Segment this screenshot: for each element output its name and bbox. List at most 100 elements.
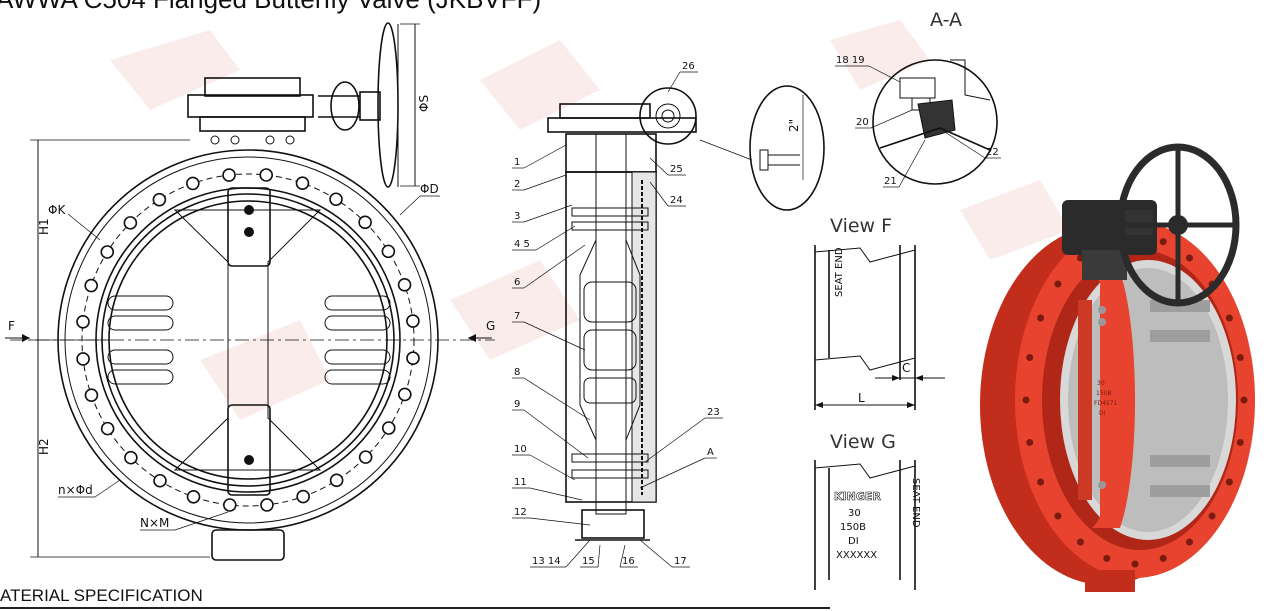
leader-line	[535, 225, 576, 251]
leader-line	[523, 409, 589, 459]
leader-line	[529, 517, 591, 526]
dim-h2: H2	[37, 438, 51, 455]
render-bolt-hole	[1054, 280, 1062, 288]
view-f-title: View F	[830, 215, 892, 237]
aa-leader-line	[944, 131, 986, 159]
body-marking-2: 150B	[1096, 390, 1112, 397]
aa-leader-line	[898, 139, 926, 188]
bolt-hole	[100, 421, 115, 436]
dim-nxphid: n×Φd	[58, 483, 93, 497]
bolt-hole	[152, 192, 167, 207]
view-g-title: View G	[830, 431, 896, 453]
part-number-6: 7	[514, 311, 520, 322]
bolt-hole	[84, 388, 99, 402]
bolt-hole	[406, 351, 420, 366]
part-number-7: 8	[514, 367, 520, 378]
leader-line	[639, 539, 673, 568]
valve-render: 30 150B FD4571 DI	[980, 143, 1255, 592]
part-number-11: 12	[514, 507, 527, 518]
leader-line	[529, 487, 583, 501]
render-bolt-hole	[1037, 478, 1045, 486]
leader-line	[619, 544, 626, 568]
part-number-15: 17	[674, 556, 687, 567]
render-bolt-hole	[1208, 512, 1216, 520]
detail-dim-2in: 2"	[787, 119, 801, 132]
bolt-hole	[329, 192, 343, 207]
render-bolt-hole	[1037, 314, 1045, 322]
bolt-hole	[358, 215, 372, 230]
bolt-hole	[329, 473, 344, 488]
body-marking-4: DI	[1099, 410, 1106, 417]
aa-part-3: 21	[884, 176, 897, 187]
view-g-line-3: DI	[848, 536, 859, 547]
bolt-hole	[259, 168, 274, 182]
bolt-hole	[296, 489, 310, 504]
part-number-4: 4 5	[514, 239, 530, 250]
render-bolt-hole	[1159, 554, 1167, 562]
bolt-hole	[84, 278, 98, 293]
divider	[0, 607, 830, 609]
render-bolt-hole	[1159, 238, 1167, 246]
bolt-hole	[222, 498, 237, 512]
bolt-hole	[186, 490, 201, 504]
leader-line	[649, 157, 669, 176]
part-number-1: 1	[514, 157, 520, 168]
view-f-dim-l: L	[858, 391, 865, 405]
aa-part-4: 22	[986, 147, 999, 158]
bolt-hole	[76, 314, 90, 329]
body-marking-1: 30	[1097, 380, 1105, 387]
part-number-3: 3	[514, 211, 520, 222]
leader-line	[597, 544, 601, 568]
part-number-12: 13 14	[532, 556, 561, 567]
render-bolt-hole	[1054, 512, 1062, 520]
part-number-8: 9	[514, 399, 520, 410]
bolt-hole	[222, 168, 236, 182]
render-bolt-hole	[1186, 538, 1193, 546]
front-view: ΦS H1 H2	[5, 22, 495, 561]
render-bolt-hole	[1236, 438, 1244, 446]
watermarks	[110, 20, 1070, 420]
render-bolt-hole	[1225, 314, 1233, 322]
leader-line	[523, 174, 567, 191]
part-number-10: 11	[514, 477, 527, 488]
bolt-hole	[124, 450, 138, 465]
dim-f: F	[8, 319, 15, 333]
bolt-hole	[358, 450, 373, 464]
part-number-5: 6	[514, 277, 520, 288]
view-g-brand: KINGER	[834, 490, 881, 503]
aa-part-1: 18 19	[836, 55, 865, 66]
dim-phi-k: ΦK	[48, 203, 66, 217]
bolt-hole	[381, 421, 396, 435]
bolt-hole	[100, 245, 115, 259]
render-bolt-hole	[1103, 554, 1111, 562]
render-bolt-hole	[1022, 396, 1030, 404]
leader-line	[523, 244, 586, 289]
bolt-hole	[76, 352, 90, 366]
dim-h1: H1	[37, 218, 51, 235]
page-title: AWWA C504 Flanged Butterfly Valve (JKBVF…	[0, 0, 541, 15]
bolt-hole	[295, 176, 310, 190]
view-f-dim-c: C	[902, 361, 910, 375]
bolt-hole	[397, 278, 412, 292]
part-number-9: 10	[514, 444, 527, 455]
leader-line	[644, 417, 706, 463]
bolt-hole	[260, 498, 274, 512]
dim-phi-d: ΦD	[420, 182, 439, 196]
section-title: A-A	[930, 9, 962, 31]
flange-bolt-holes	[76, 168, 420, 512]
part-number-20: 26	[682, 61, 695, 72]
view-g: View G SEAT END KINGER 30 150B DI XXXXXX	[814, 431, 921, 590]
render-bolt-hole	[1131, 560, 1139, 568]
section-heading: ATERIAL SPECIFICATION	[0, 586, 203, 605]
view-g-line-4: XXXXXX	[836, 550, 877, 561]
dim-nxm: N×M	[140, 516, 169, 530]
leader-line	[523, 321, 586, 351]
bolt-hole	[381, 244, 396, 259]
leader-line	[523, 377, 591, 421]
view-f-seat-end: SEAT END	[834, 247, 845, 297]
part-number-19: 25	[670, 164, 683, 175]
part-number-16: A	[707, 447, 714, 458]
leader-line	[565, 539, 591, 568]
